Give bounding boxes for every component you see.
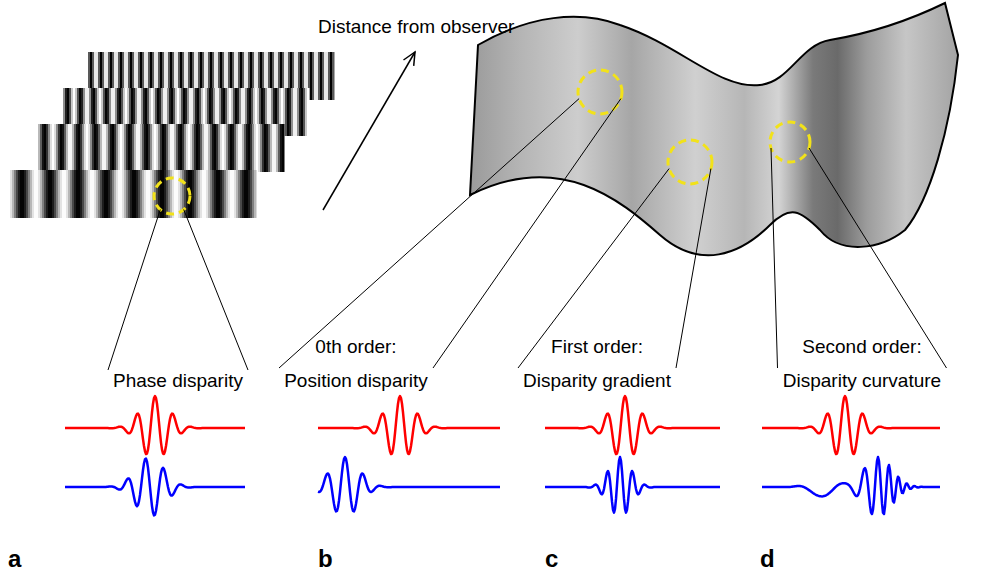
grating [10,170,257,218]
grating [38,124,285,172]
gabor-waveform [762,457,940,514]
gabor-waveform [318,457,500,511]
panel-title: Second order: Disparity curvature [782,330,943,398]
gabor-waveform [762,396,940,454]
leader-line [771,148,778,368]
leader-line [676,169,711,368]
leader-line [433,99,621,368]
dashed-circle [154,178,190,214]
panel-title: 0th order: Position disparity [283,330,429,398]
grating-stack [10,52,335,218]
disparity-surface [470,3,958,255]
panel-letter: d [760,545,777,574]
gabor-waveform [318,396,500,454]
leader-line [108,210,160,371]
gabor-waveform [545,396,720,454]
gabor-waveform [65,459,245,516]
panel-title: Phase disparity [112,364,244,398]
grating-stripe [307,88,310,136]
gabor-waveform [65,396,245,454]
grating-stripe [282,124,285,172]
grating-stripe [254,170,257,218]
leader-line [279,99,579,368]
leader-line [809,148,947,368]
leader-lines [108,99,947,370]
panel-letter: a [8,545,24,574]
leader-line [184,210,248,371]
dashed-circle [770,122,810,162]
dashed-circle [668,140,712,184]
grating-stripe [332,52,335,100]
arrow-head [404,52,416,66]
gabor-waveform [545,457,720,513]
axis-label: Distance from observer [318,16,517,39]
dashed-circle [578,70,622,114]
waveforms [65,396,940,515]
distance-arrow [323,52,415,210]
panel-letter: c [545,545,561,574]
panel-letter: b [318,545,335,574]
panel-title: First order: Disparity gradient [522,330,672,398]
